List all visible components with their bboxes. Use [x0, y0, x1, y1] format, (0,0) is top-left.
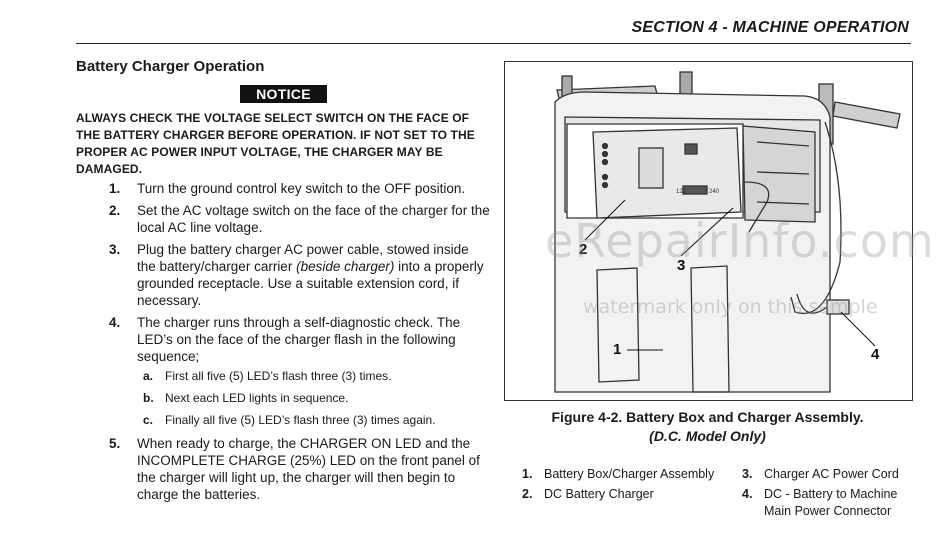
watermark-note: watermark only on this sample: [583, 296, 878, 318]
substep-number: b.: [143, 391, 154, 405]
section-header: SECTION 4 - MACHINE OPERATION: [631, 19, 909, 36]
legend-item-3: 3. Charger AC Power Cord: [742, 466, 922, 483]
step-number: 4.: [109, 315, 121, 330]
substeps-list: a. First all five (5) LED’s flash three …: [137, 369, 491, 428]
notice-text: ALWAYS CHECK THE VOLTAGE SELECT SWITCH O…: [76, 111, 475, 176]
voltage-240-label: 240: [709, 189, 720, 195]
step-text-italic: (beside charger): [296, 259, 395, 274]
legend-text: Battery Box/Charger Assembly: [544, 467, 715, 481]
legend-text: DC Battery Charger: [544, 487, 654, 501]
substep-text: Next each LED lights in sequence.: [165, 391, 349, 405]
substep-number: a.: [143, 369, 154, 383]
substep-b: b. Next each LED lights in sequence.: [137, 391, 491, 406]
battery-box-drawing: 2 3 1 4 120 240: [554, 71, 901, 393]
step-text: Plug the battery charger AC power cable,…: [137, 242, 469, 274]
steps-list: 1. Turn the ground control key switch to…: [76, 180, 491, 503]
step-number: 2.: [109, 203, 121, 218]
step-text: into a properly grounded receptacle. Use…: [137, 259, 484, 308]
callout-3: 3: [677, 257, 685, 274]
step-text: The charger runs through a self-diagnost…: [137, 315, 461, 364]
substep-c: c. Finally all five (5) LED’s flash thre…: [137, 413, 491, 428]
legend-item-4: 4. DC - Battery to Machine Main Power Co…: [742, 486, 922, 520]
notice-badge: NOTICE: [240, 85, 327, 103]
substep-text: First all five (5) LED’s flash three (3)…: [165, 369, 392, 383]
page-title: Battery Charger Operation: [76, 58, 265, 75]
legend-item-1: 1. Battery Box/Charger Assembly: [522, 466, 722, 483]
substep-a: a. First all five (5) LED’s flash three …: [137, 369, 491, 384]
left-column: Battery Charger Operation NOTICE ALWAYS …: [76, 58, 491, 508]
legend-text: DC - Battery to Machine Main Power Conne…: [764, 487, 898, 518]
notice-wrap: NOTICE: [76, 85, 491, 104]
step-4: 4. The charger runs through a self-diagn…: [76, 314, 491, 428]
watermark-site: eRepairInfo.com: [545, 214, 935, 268]
figure-caption-sub: (D.C. Model Only): [649, 428, 766, 444]
figure-caption-title: Figure 4-2. Battery Box and Charger Asse…: [551, 409, 864, 425]
step-5: 5. When ready to charge, the CHARGER ON …: [76, 435, 491, 503]
callout-1: 1: [613, 341, 621, 358]
header-rule: [76, 43, 911, 44]
legend-number: 3.: [742, 467, 753, 481]
callout-2: 2: [579, 241, 587, 258]
step-1: 1. Turn the ground control key switch to…: [76, 180, 491, 197]
figure-legend-right: 3. Charger AC Power Cord 4. DC - Battery…: [742, 466, 922, 523]
step-number: 5.: [109, 436, 121, 451]
figure-caption: Figure 4-2. Battery Box and Charger Asse…: [504, 408, 911, 446]
callout-4: 4: [871, 346, 880, 363]
step-number: 3.: [109, 242, 121, 257]
step-text: Turn the ground control key switch to th…: [137, 181, 466, 196]
substep-number: c.: [143, 413, 154, 427]
voltage-120-label: 120: [676, 189, 687, 195]
legend-number: 4.: [742, 487, 753, 501]
substep-text: Finally all five (5) LED’s flash three (…: [165, 413, 436, 427]
step-text: When ready to charge, the CHARGER ON LED…: [137, 436, 480, 502]
legend-text: Charger AC Power Cord: [764, 467, 899, 481]
legend-number: 2.: [522, 487, 533, 501]
step-3: 3. Plug the battery charger AC power cab…: [76, 241, 491, 309]
step-text: Set the AC voltage switch on the face of…: [137, 203, 490, 235]
step-number: 1.: [109, 181, 121, 196]
figure-legend-left: 1. Battery Box/Charger Assembly 2. DC Ba…: [522, 466, 722, 506]
legend-number: 1.: [522, 467, 533, 481]
legend-item-2: 2. DC Battery Charger: [522, 486, 722, 503]
figure-illustration: 2 3 1 4 120 240: [504, 61, 913, 401]
step-2: 2. Set the AC voltage switch on the face…: [76, 202, 491, 236]
